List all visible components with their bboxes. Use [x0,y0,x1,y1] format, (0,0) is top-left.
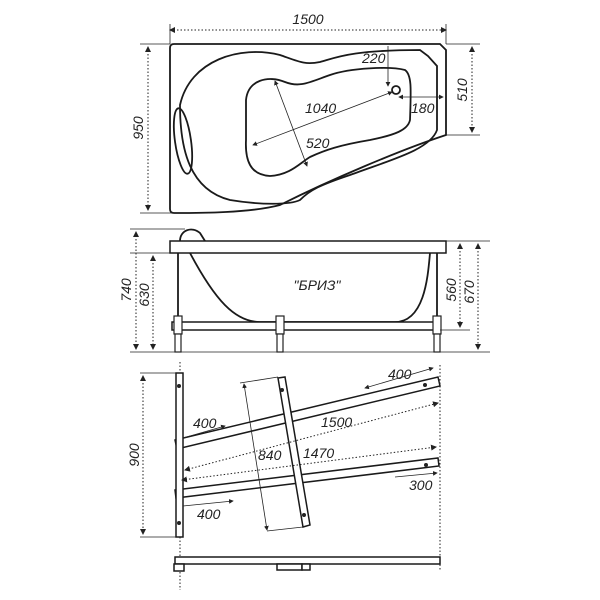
dim-line-lower-right [394,470,438,478]
drain-icon [391,85,401,95]
dim-width-label: 1500 [292,11,323,27]
dim-line-upper-right [364,366,434,390]
dim-line-upper-rail [184,401,439,472]
dim-line-cross-bar [242,383,269,531]
dim-upper-right-label: 400 [388,366,412,382]
dim-lower-left-label: 400 [197,506,221,522]
vertical-bar [175,372,184,538]
dim-frame-height-label: 900 [126,443,142,467]
bowl-outline [245,67,412,177]
dim-left-rim-height-label: 630 [136,283,152,307]
dim-lower-rail-label: 1470 [303,445,334,461]
headrest-profile [179,228,206,242]
rim-inner-outline [179,49,438,205]
frame-view: 900 400 400 1500 840 1470 300 400 [126,362,441,590]
dim-upper-rail-label: 1500 [321,414,352,430]
dim-right-total-height-label: 670 [461,280,477,304]
dim-line-lower-rail [181,444,437,483]
support-frame-bar [171,321,441,331]
dim-total-height-label: 740 [118,278,134,302]
headrest [172,107,194,175]
dim-depth-label: 950 [130,116,146,140]
base-bracket-end [301,563,311,571]
dim-line-bowl-width [274,80,308,167]
base-foot [173,563,185,572]
dim-drain-side-label: 180 [411,100,435,116]
dim-line-upper-left [182,424,226,439]
side-view: "БРИЗ" 740 630 560 670 [118,228,490,353]
dim-lower-right-label: 300 [409,477,433,493]
dim-right-side-label: 510 [454,78,470,102]
dim-cross-bar-label: 840 [258,447,282,463]
rim [169,240,447,254]
upper-rail [174,376,441,450]
tub-outline [169,43,447,214]
top-view: 1500 950 510 220 180 1040 520 [130,11,480,214]
dim-bowl-width-label: 520 [306,135,330,151]
model-name: "БРИЗ" [294,277,342,293]
dim-frame-height-label: 560 [443,278,459,302]
dim-bowl-length-label: 1040 [305,100,336,116]
dim-drain-top-label: 220 [361,50,386,66]
base-plate [174,556,441,565]
dim-upper-left-label: 400 [193,415,217,431]
base-bracket [276,563,303,571]
dim-line-lower-left [182,499,234,507]
